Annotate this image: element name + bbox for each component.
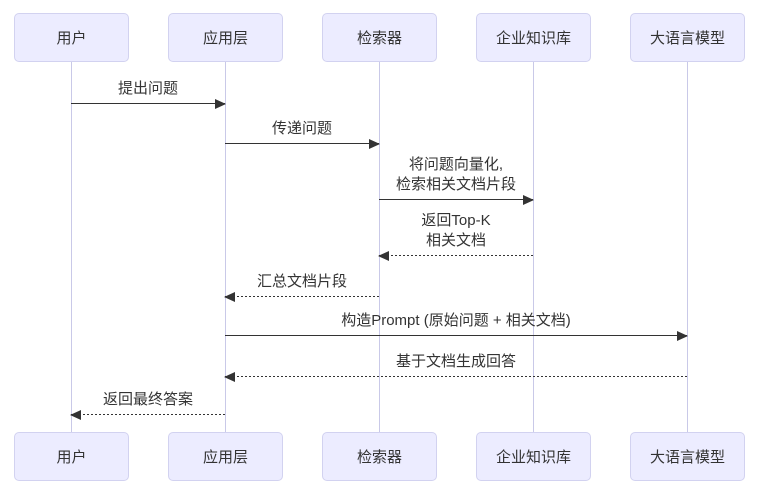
lifeline-app <box>225 62 226 432</box>
message-8-label: 返回最终答案 <box>102 391 193 408</box>
arrowhead-left-icon <box>378 251 389 261</box>
arrowhead-right-icon <box>523 195 534 205</box>
actor-retriever-label: 检索器 <box>356 449 402 466</box>
message-7-label: 基于文档生成回答 <box>395 353 516 370</box>
actor-retriever-label: 检索器 <box>356 30 402 47</box>
actor-retriever-bottom: 检索器 <box>322 432 437 481</box>
message-5-arrow <box>224 292 379 302</box>
actor-retriever-top: 检索器 <box>322 13 437 62</box>
arrowhead-right-icon <box>369 139 380 149</box>
message-3-label: 将问题向量化, 检索相关文档片段 <box>395 156 516 193</box>
message-2-arrow <box>225 139 380 149</box>
lifeline-llm <box>687 62 688 432</box>
message-7-arrow <box>224 372 687 382</box>
lifeline-user <box>71 62 72 432</box>
actor-kb-top: 企业知识库 <box>476 13 591 62</box>
arrowhead-left-icon <box>224 372 235 382</box>
message-6-label: 构造Prompt (原始问题 + 相关文档) <box>341 312 571 329</box>
arrowhead-left-icon <box>224 292 235 302</box>
arrowhead-right-icon <box>677 331 688 341</box>
lifeline-retriever <box>379 62 380 432</box>
message-1-label: 提出问题 <box>117 80 178 97</box>
actor-app-top: 应用层 <box>168 13 283 62</box>
message-6-arrow <box>225 331 688 341</box>
message-2-label: 传递问题 <box>271 120 332 137</box>
message-8-arrow <box>70 410 225 420</box>
actor-llm-label: 大语言模型 <box>649 30 725 47</box>
actor-llm-label: 大语言模型 <box>649 449 725 466</box>
actor-llm-top: 大语言模型 <box>630 13 745 62</box>
arrowhead-left-icon <box>70 410 81 420</box>
actor-user-top: 用户 <box>14 13 129 62</box>
actor-app-bottom: 应用层 <box>168 432 283 481</box>
message-4-arrow <box>378 251 533 261</box>
arrowhead-right-icon <box>215 99 226 109</box>
message-3-arrow <box>379 195 534 205</box>
actor-user-label: 用户 <box>56 30 87 47</box>
message-1-arrow <box>71 99 226 109</box>
message-5-label: 汇总文档片段 <box>256 273 347 290</box>
actor-kb-bottom: 企业知识库 <box>476 432 591 481</box>
actor-kb-label: 企业知识库 <box>495 449 571 466</box>
actor-kb-label: 企业知识库 <box>495 30 571 47</box>
actor-user-label: 用户 <box>56 449 87 466</box>
actor-llm-bottom: 大语言模型 <box>630 432 745 481</box>
lifeline-kb <box>533 62 534 432</box>
message-4-label: 返回Top-K 相关文档 <box>421 212 491 249</box>
actor-app-label: 应用层 <box>202 30 248 47</box>
actor-app-label: 应用层 <box>202 449 248 466</box>
actor-user-bottom: 用户 <box>14 432 129 481</box>
